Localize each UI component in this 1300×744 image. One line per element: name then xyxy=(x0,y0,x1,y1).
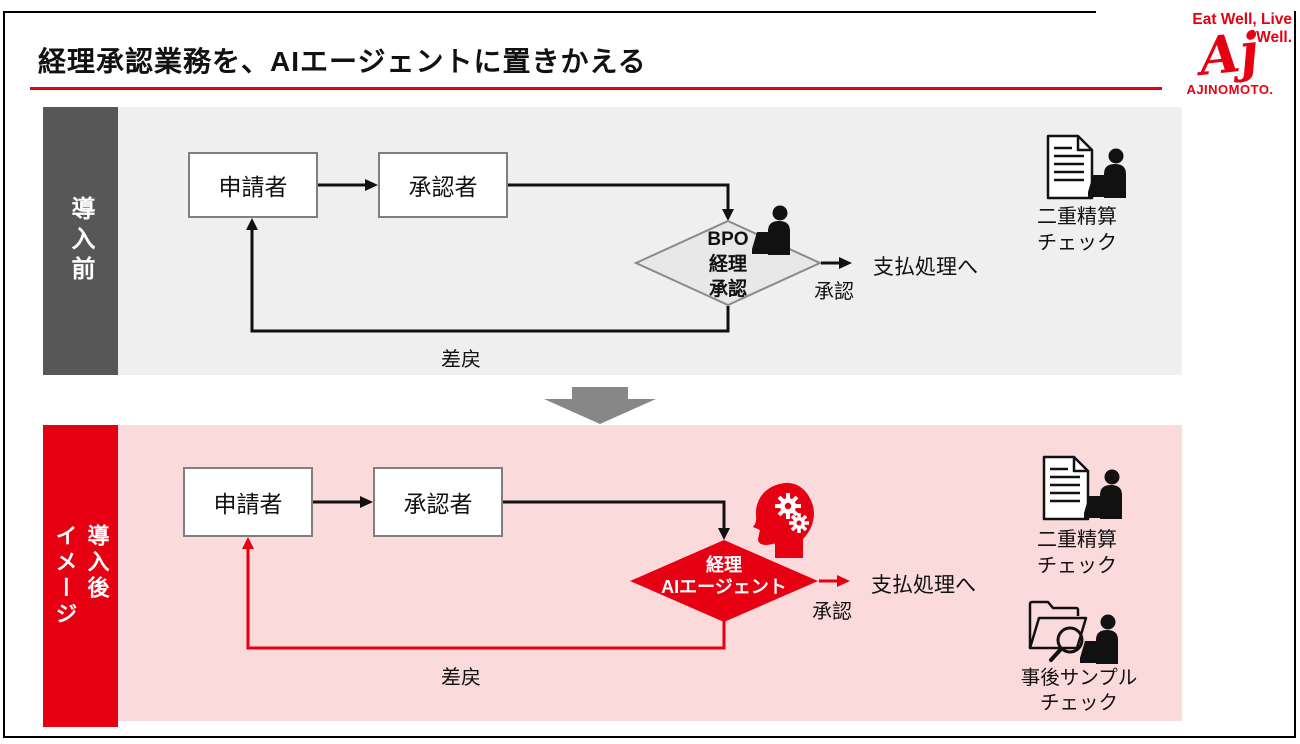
after-section-label-line2: イメージ xyxy=(52,524,78,628)
arrowhead xyxy=(360,496,373,508)
page-title: 経理承認業務を、AIエージェントに置きかえる xyxy=(38,46,647,77)
after-check1-line1: 二重精算 xyxy=(1037,529,1117,551)
after-approver-box: 承認者 xyxy=(373,467,503,537)
before-section-label: 導入前 xyxy=(63,196,98,286)
before-section-label-text: 導入前 xyxy=(67,196,94,286)
after-applicant-label: 申請者 xyxy=(213,491,283,517)
slide-border xyxy=(3,11,1296,738)
after-approver-label: 承認者 xyxy=(403,491,473,517)
after-payment-label: 支払処理へ xyxy=(871,574,976,597)
before-applicant-box: 申請者 xyxy=(188,152,318,218)
slide-border-gap xyxy=(1096,9,1294,18)
after-flow xyxy=(242,457,1122,664)
before-approver-label: 承認者 xyxy=(408,174,478,200)
after-decision-line2: AIエージェント xyxy=(661,577,787,597)
before-decision-line1: BPO xyxy=(707,229,749,250)
arrowhead xyxy=(718,528,730,540)
after-section-bar: 導入後 イメージ xyxy=(43,425,118,727)
before-check-line1: 二重精算 xyxy=(1037,206,1117,228)
after-decision-diamond xyxy=(630,540,818,622)
arrowhead xyxy=(242,537,254,549)
before-decision-line2: 経理 xyxy=(708,254,747,275)
after-decision-label: 経理 AIエージェント xyxy=(630,554,818,598)
after-check2-line1: 事後サンプル xyxy=(1020,667,1138,689)
before-decision-line3: 承認 xyxy=(708,279,747,300)
after-check1-caption: 二重精算 チェック xyxy=(1012,527,1142,579)
ajinomoto-monogram-icon: Aj xyxy=(1196,21,1262,88)
after-check2-line2: チェック xyxy=(1039,692,1118,714)
title-underline xyxy=(30,87,1162,90)
after-applicant-box: 申請者 xyxy=(183,467,313,537)
before-return-label: 差戻 xyxy=(441,349,481,371)
after-return-label: 差戻 xyxy=(441,667,481,689)
after-section-label: 導入後 イメージ xyxy=(49,524,113,628)
before-check-line2: チェック xyxy=(1037,232,1117,254)
after-check1-line2: チェック xyxy=(1037,555,1117,577)
before-approve-label: 承認 xyxy=(814,281,854,303)
before-applicant-label: 申請者 xyxy=(218,174,288,200)
arrowhead xyxy=(839,257,852,269)
after-approve-label: 承認 xyxy=(812,601,852,623)
after-decision-line1: 経理 xyxy=(706,555,742,575)
after-section-label-line1: 導入後 xyxy=(84,524,110,602)
arrowhead xyxy=(722,209,734,221)
before-decision-label: BPO 経理 承認 xyxy=(636,227,820,302)
logo-tagline: Eat Well, Live Well. xyxy=(1192,11,1292,46)
document-person-laptop-icon xyxy=(1044,457,1122,519)
before-payment-label: 支払処理へ xyxy=(873,256,978,279)
before-flow xyxy=(246,136,1126,333)
after-check2-caption: 事後サンプル チェック xyxy=(1005,666,1153,716)
folder-magnifier-person-laptop-icon xyxy=(1028,600,1118,664)
ajinomoto-wordmark: AJINOMOTO. xyxy=(1186,82,1274,97)
document-person-laptop-icon xyxy=(1048,136,1126,198)
before-check-caption: 二重精算 チェック xyxy=(1012,204,1142,256)
before-section-bar: 導入前 xyxy=(43,107,118,375)
before-approver-box: 承認者 xyxy=(378,152,508,218)
ai-head-gears-icon xyxy=(753,482,814,558)
down-block-arrow-icon xyxy=(544,387,656,424)
arrowhead xyxy=(365,179,378,191)
arrowhead xyxy=(837,575,850,587)
arrowhead xyxy=(246,218,258,230)
